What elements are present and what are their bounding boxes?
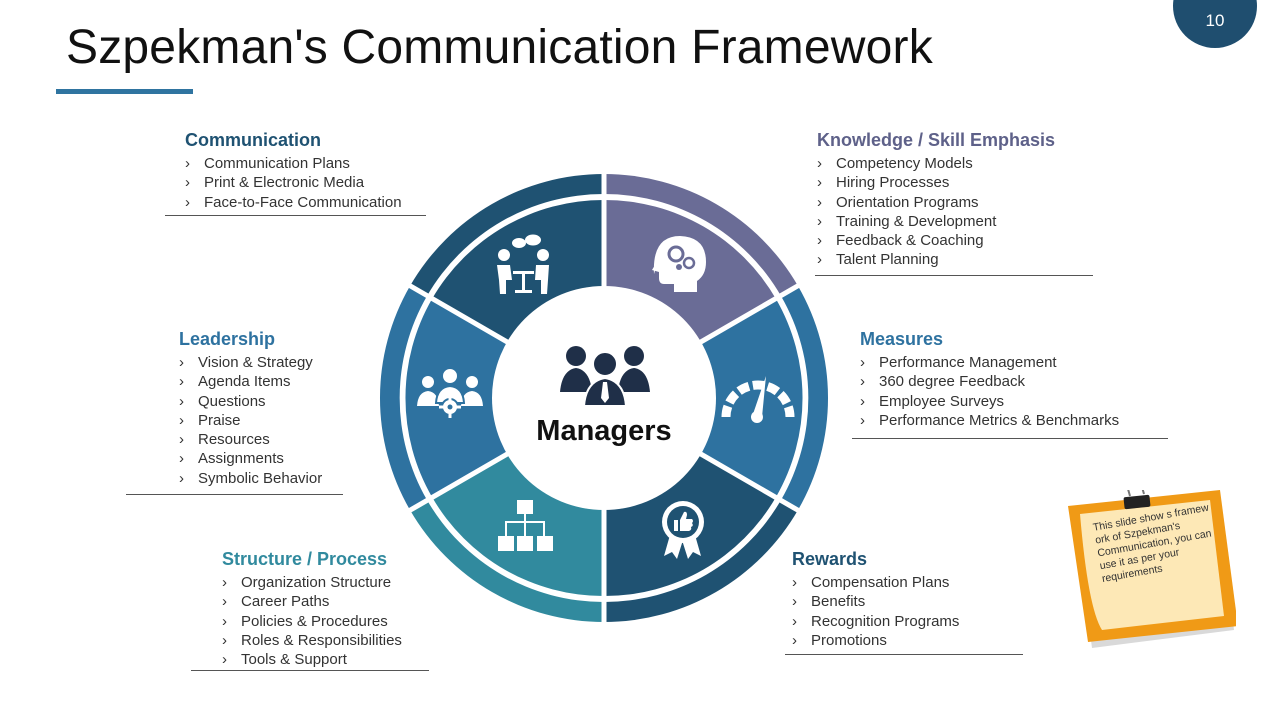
list-measures: Performance Management 360 degree Feedba…	[860, 353, 1119, 430]
note-paper	[1080, 500, 1224, 630]
list-item: Roles & Responsibilities	[222, 631, 402, 651]
block-leadership: Leadership Vision & Strategy Agenda Item…	[179, 328, 322, 488]
list-item: Praise	[179, 411, 322, 431]
list-knowledge: Competency Models Hiring Processes Orien…	[817, 154, 1055, 270]
meeting-icon	[497, 234, 549, 294]
list-item: Communication Plans	[185, 154, 402, 174]
list-item: Resources	[179, 430, 322, 450]
list-item: Assignments	[179, 449, 322, 469]
list-item: Tools & Support	[222, 650, 402, 670]
outer-ring-leadership	[379, 286, 427, 510]
list-item: Promotions	[792, 631, 959, 651]
rule-structure	[191, 670, 429, 671]
block-knowledge: Knowledge / Skill Emphasis Competency Mo…	[817, 129, 1055, 270]
list-item: Agenda Items	[179, 372, 322, 392]
list-structure: Organization Structure Career Paths Poli…	[222, 573, 402, 670]
outer-ring-communication	[410, 173, 604, 296]
list-item: Organization Structure	[222, 573, 402, 593]
binder-clip-icon	[1123, 490, 1151, 510]
speedometer-icon	[721, 376, 795, 423]
team-gear-icon	[417, 367, 483, 418]
list-item: Performance Metrics & Benchmarks	[860, 411, 1119, 431]
list-item: Benefits	[792, 592, 959, 612]
list-item: 360 degree Feedback	[860, 372, 1119, 392]
list-item: Policies & Procedures	[222, 612, 402, 632]
list-item: Print & Electronic Media	[185, 173, 402, 193]
list-item: Questions	[179, 392, 322, 412]
list-item: Training & Development	[817, 212, 1055, 232]
block-title-leadership: Leadership	[179, 329, 276, 349]
list-rewards: Compensation Plans Benefits Recognition …	[792, 573, 959, 650]
list-item: Competency Models	[817, 154, 1055, 174]
block-title-knowledge: Knowledge / Skill Emphasis	[817, 130, 1056, 150]
managers-group-icon	[560, 346, 650, 407]
list-item: Performance Management	[860, 353, 1119, 373]
block-title-rewards: Rewards	[792, 549, 868, 569]
org-chart-icon	[498, 500, 553, 551]
block-title-communication: Communication	[185, 130, 322, 150]
sticky-note	[1068, 490, 1236, 648]
list-item: Employee Surveys	[860, 392, 1119, 412]
rule-measures	[852, 438, 1168, 439]
list-item: Symbolic Behavior	[179, 469, 322, 489]
rule-rewards	[785, 654, 1023, 655]
page-number: 10	[1205, 11, 1225, 30]
list-item: Hiring Processes	[817, 173, 1055, 193]
rule-leadership	[126, 494, 343, 495]
slide-title: Szpekman's Communication Framework	[66, 21, 933, 74]
center-label: Managers	[536, 415, 671, 447]
block-structure: Structure / Process Organization Structu…	[222, 548, 402, 670]
outer-ring-measures	[781, 286, 829, 510]
rule-communication	[165, 215, 426, 216]
list-item: Vision & Strategy	[179, 353, 322, 373]
list-item: Compensation Plans	[792, 573, 959, 593]
list-item: Face-to-Face Communication	[185, 193, 402, 213]
block-measures: Measures Performance Management 360 degr…	[860, 328, 1119, 430]
outer-ring-rewards	[604, 500, 798, 622]
outer-ring-structure	[410, 500, 604, 622]
block-communication: Communication Communication Plans Print …	[185, 129, 402, 212]
list-item: Career Paths	[222, 592, 402, 612]
rule-knowledge	[815, 275, 1093, 276]
list-item: Feedback & Coaching	[817, 231, 1055, 251]
outer-ring-knowledge	[604, 174, 798, 296]
brain-gears-icon	[652, 236, 706, 292]
block-title-measures: Measures	[860, 329, 944, 349]
award-thumbs-up-icon	[662, 501, 704, 559]
segment-measures	[690, 299, 803, 497]
list-item: Orientation Programs	[817, 193, 1055, 213]
list-communication: Communication Plans Print & Electronic M…	[185, 154, 402, 212]
title-underline	[56, 89, 193, 94]
list-leadership: Vision & Strategy Agenda Items Questions…	[179, 353, 322, 488]
block-rewards: Rewards Compensation Plans Benefits Reco…	[792, 548, 959, 650]
list-item: Talent Planning	[817, 250, 1055, 270]
block-title-structure: Structure / Process	[222, 549, 388, 569]
list-item: Recognition Programs	[792, 612, 959, 632]
